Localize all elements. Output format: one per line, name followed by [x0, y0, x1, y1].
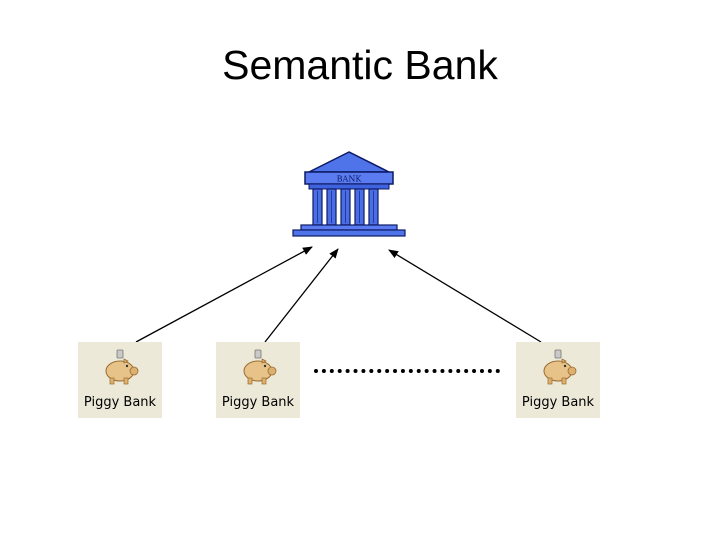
arrow-piggy-3-to-bank	[388, 249, 542, 343]
piggy-bank-label: Piggy Bank	[221, 395, 295, 410]
piggy-bank-icon	[543, 349, 577, 385]
piggy-bank-2: Piggy Bank	[216, 342, 300, 418]
piggy-bank-label: Piggy Bank	[83, 395, 157, 410]
piggy-bank-label: Piggy Bank	[521, 395, 595, 410]
piggy-bank-3: Piggy Bank	[516, 342, 600, 418]
piggy-bank-icon	[243, 349, 277, 385]
bank-building-icon: BANK	[292, 151, 406, 237]
arrow-piggy-1-to-bank	[135, 246, 313, 343]
page-title: Semantic Bank	[222, 42, 498, 88]
bank-sign-text: BANK	[337, 175, 363, 184]
arrow-piggy-2-to-bank	[264, 248, 339, 343]
piggy-bank-1: Piggy Bank	[78, 342, 162, 418]
ellipsis-dots	[314, 369, 500, 379]
piggy-bank-icon	[105, 349, 139, 385]
